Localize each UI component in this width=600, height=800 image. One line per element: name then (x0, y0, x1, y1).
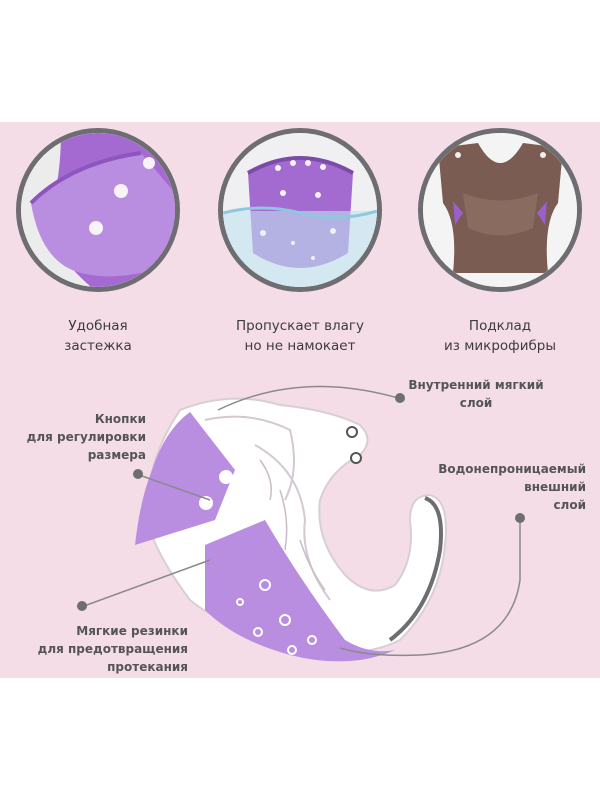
callout-text: слой (553, 498, 586, 512)
snap-button-icon (89, 221, 103, 235)
callout-snaps: Кнопки для регулировки размера (12, 410, 146, 464)
callout-text: для предотвращения (37, 642, 188, 656)
water-diaper-photo (223, 133, 377, 287)
callout-outer-layer: Водонепроницаемый внешний слой (420, 460, 586, 514)
caption-line: застежка (64, 338, 132, 354)
caption-snap-closure: Удобная застежка (3, 316, 193, 356)
callout-text: протекания (107, 660, 188, 674)
callout-dot (395, 393, 405, 403)
snap-button-icon (350, 452, 362, 464)
snap-tab (135, 412, 235, 545)
snap-button-icon (114, 184, 128, 198)
callout-text: Кнопки (94, 412, 146, 426)
callout-text: Мягкие резинки (76, 624, 188, 638)
callout-text: слой (459, 396, 493, 410)
callout-text: Водонепроницаемый (438, 462, 586, 476)
caption-line: Пропускает влагу (235, 318, 365, 334)
snap-button-icon (143, 157, 155, 169)
callout-dot (515, 513, 525, 523)
snap-button-icon (219, 470, 233, 484)
callout-dot (77, 601, 87, 611)
feature-photo-microfiber (418, 128, 582, 292)
caption-line: из микрофибры (443, 338, 557, 354)
snap-button-icon (346, 426, 358, 438)
feature-photo-water (218, 128, 382, 292)
brown-liner-photo (423, 133, 577, 287)
callout-dot (133, 469, 143, 479)
callout-text: для регулировки (26, 430, 146, 444)
caption-microfiber: Подклад из микрофибры (405, 316, 595, 356)
outer-layer-edge (388, 496, 443, 642)
caption-line: Удобная (68, 318, 128, 334)
callout-lines (83, 385, 521, 657)
callout-inner-layer: Внутренний мягкий слой (398, 376, 554, 412)
caption-line: но не намокает (244, 338, 356, 354)
callout-elastics: Мягкие резинки для предотвращения протек… (14, 622, 188, 676)
callout-text: размера (87, 448, 146, 462)
purple-flap-photo (21, 133, 175, 287)
callout-text: внешний (524, 480, 586, 494)
feature-photo-snap-closure (16, 128, 180, 292)
callout-text: Внутренний мягкий (408, 378, 544, 392)
caption-water: Пропускает влагу но не намокает (205, 316, 395, 356)
front-panel (205, 520, 395, 662)
caption-line: Подклад (468, 318, 532, 334)
